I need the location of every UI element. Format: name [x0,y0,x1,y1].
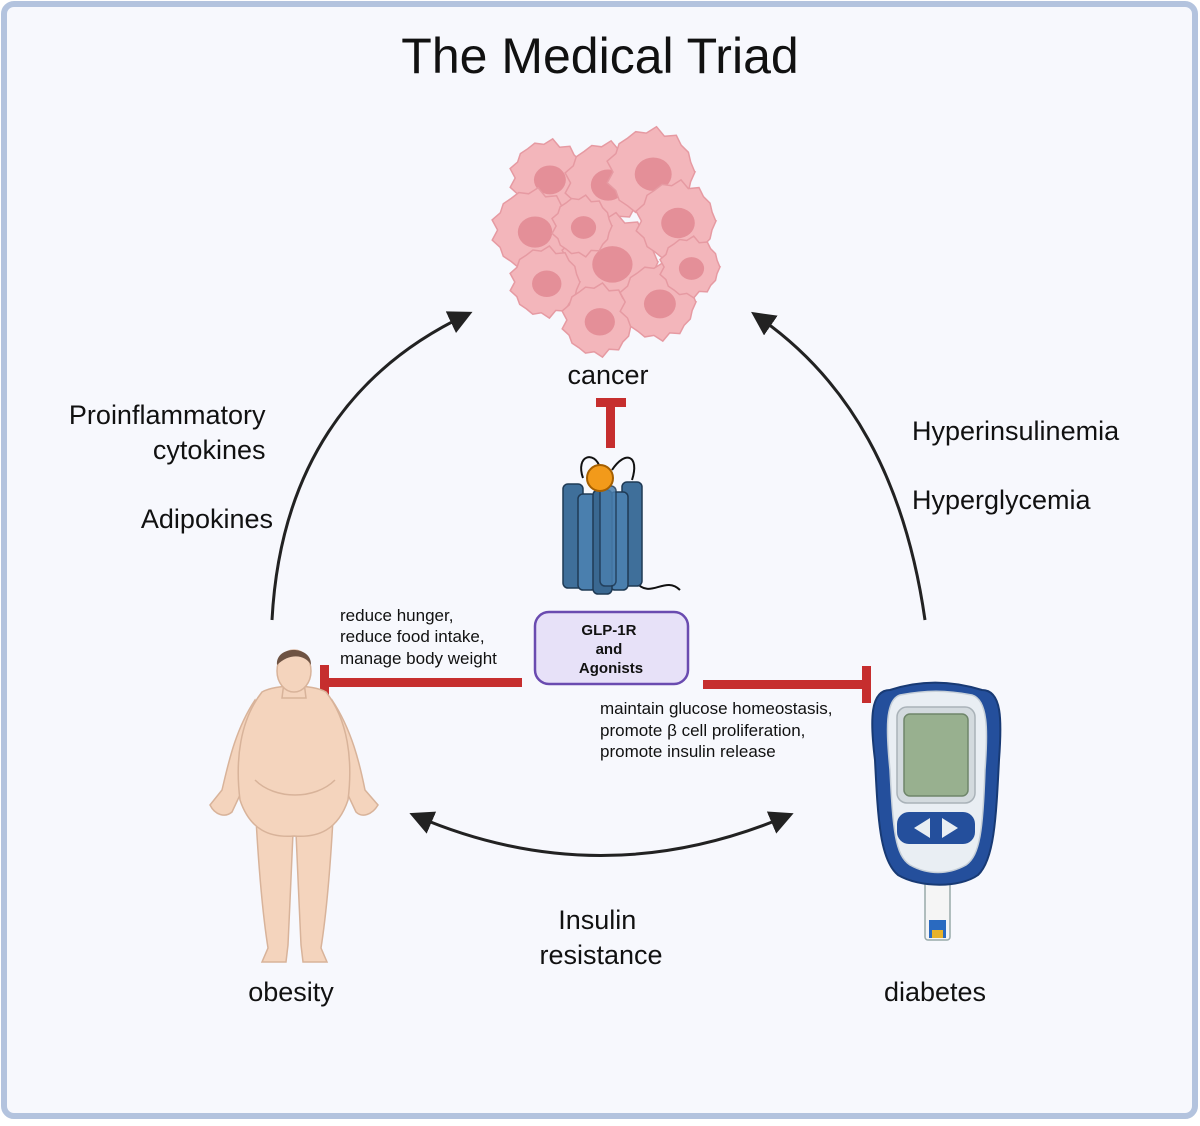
arrow-diabetes-to-cancer [751,311,927,621]
cancer-cell-nucleus [678,257,705,280]
belly-line [254,779,336,796]
cancer-cell-nucleus [634,157,672,191]
cancer-cell-nucleus [570,216,597,239]
cancer-cell-nucleus [643,289,676,319]
cancer-cell-nucleus [517,216,553,248]
effect-line: maintain glucose homeostasis, [600,699,832,718]
label-obesity-cancer-mediators: Proinflammatory cytokines Adipokines [69,400,273,534]
right-arrow-icon [942,818,958,838]
mediator-line: Proinflammatory [69,400,266,430]
receptor-label-line: and [596,641,623,658]
mediator-line: Adipokines [141,504,273,534]
effect-line: promote β cell proliferation, [600,721,805,740]
obese-person-illustration [209,649,379,963]
inhibit-stem [703,680,867,689]
effect-line: manage body weight [340,649,497,668]
inhibit-bar [596,398,626,407]
effect-line: reduce food intake, [340,627,485,646]
cancer-cell-nucleus [661,207,695,239]
cancer-label: cancer [567,360,648,390]
inhibit-bar [862,666,871,703]
arrow-obesity-to-cancer [270,311,473,621]
mediator-line: cytokines [153,435,266,465]
diagram-title: The Medical Triad [401,28,798,84]
cancer-cell-nucleus [532,270,562,298]
meter-button-panel [897,812,975,844]
inhibit-stem [606,402,615,448]
mediator-line: resistance [539,940,662,970]
ligand-icon [586,464,614,492]
cancer-cell-nucleus [592,246,633,283]
receptor-tail [611,456,636,481]
glucose-meter-illustration [871,681,1002,941]
receptor-label-box [533,610,690,686]
effect-line: promote insulin release [600,742,776,761]
effects-on-obesity: reduce hunger, reduce food intake, manag… [340,606,497,668]
test-strip-end [932,930,943,938]
arrow-obesity-diabetes-bidirectional [409,811,794,857]
glp1-receptor-illustration [562,456,681,595]
cancer-cell-nucleus [584,308,615,336]
receptor-label-line: GLP-1R [581,622,636,639]
inhibit-receptor-to-diabetes [703,666,871,703]
inhibit-receptor-to-obesity [320,665,522,701]
torso [237,685,351,838]
receptor-label: GLP-1R and Agonists [579,622,643,677]
cancer-cell-nucleus [533,165,566,195]
transmembrane-helix [599,485,617,587]
mediator-line: Hyperinsulinemia [912,416,1120,446]
label-insulin-resistance: Insulin resistance [539,905,662,970]
meter-screen [903,713,969,797]
inhibit-stem [326,678,522,687]
hair [276,650,312,665]
obesity-label: obesity [248,977,334,1007]
leg-left [254,799,295,963]
label-diabetes-cancer-mediators: Hyperinsulinemia Hyperglycemia [912,416,1127,515]
left-arrow-icon [914,818,930,838]
cancer-cells-illustration [491,125,722,359]
inhibit-receptor-to-cancer [596,398,626,448]
effects-on-diabetes: maintain glucose homeostasis, promote β … [600,699,837,761]
leg-right [294,799,335,963]
head [276,649,312,693]
receptor-label-line: Agonists [579,660,643,677]
inhibit-bar [320,665,329,701]
mediator-line: Insulin [558,905,636,935]
mediator-line: Hyperglycemia [912,485,1092,515]
diabetes-label: diabetes [884,977,986,1007]
effect-line: reduce hunger, [340,606,453,625]
